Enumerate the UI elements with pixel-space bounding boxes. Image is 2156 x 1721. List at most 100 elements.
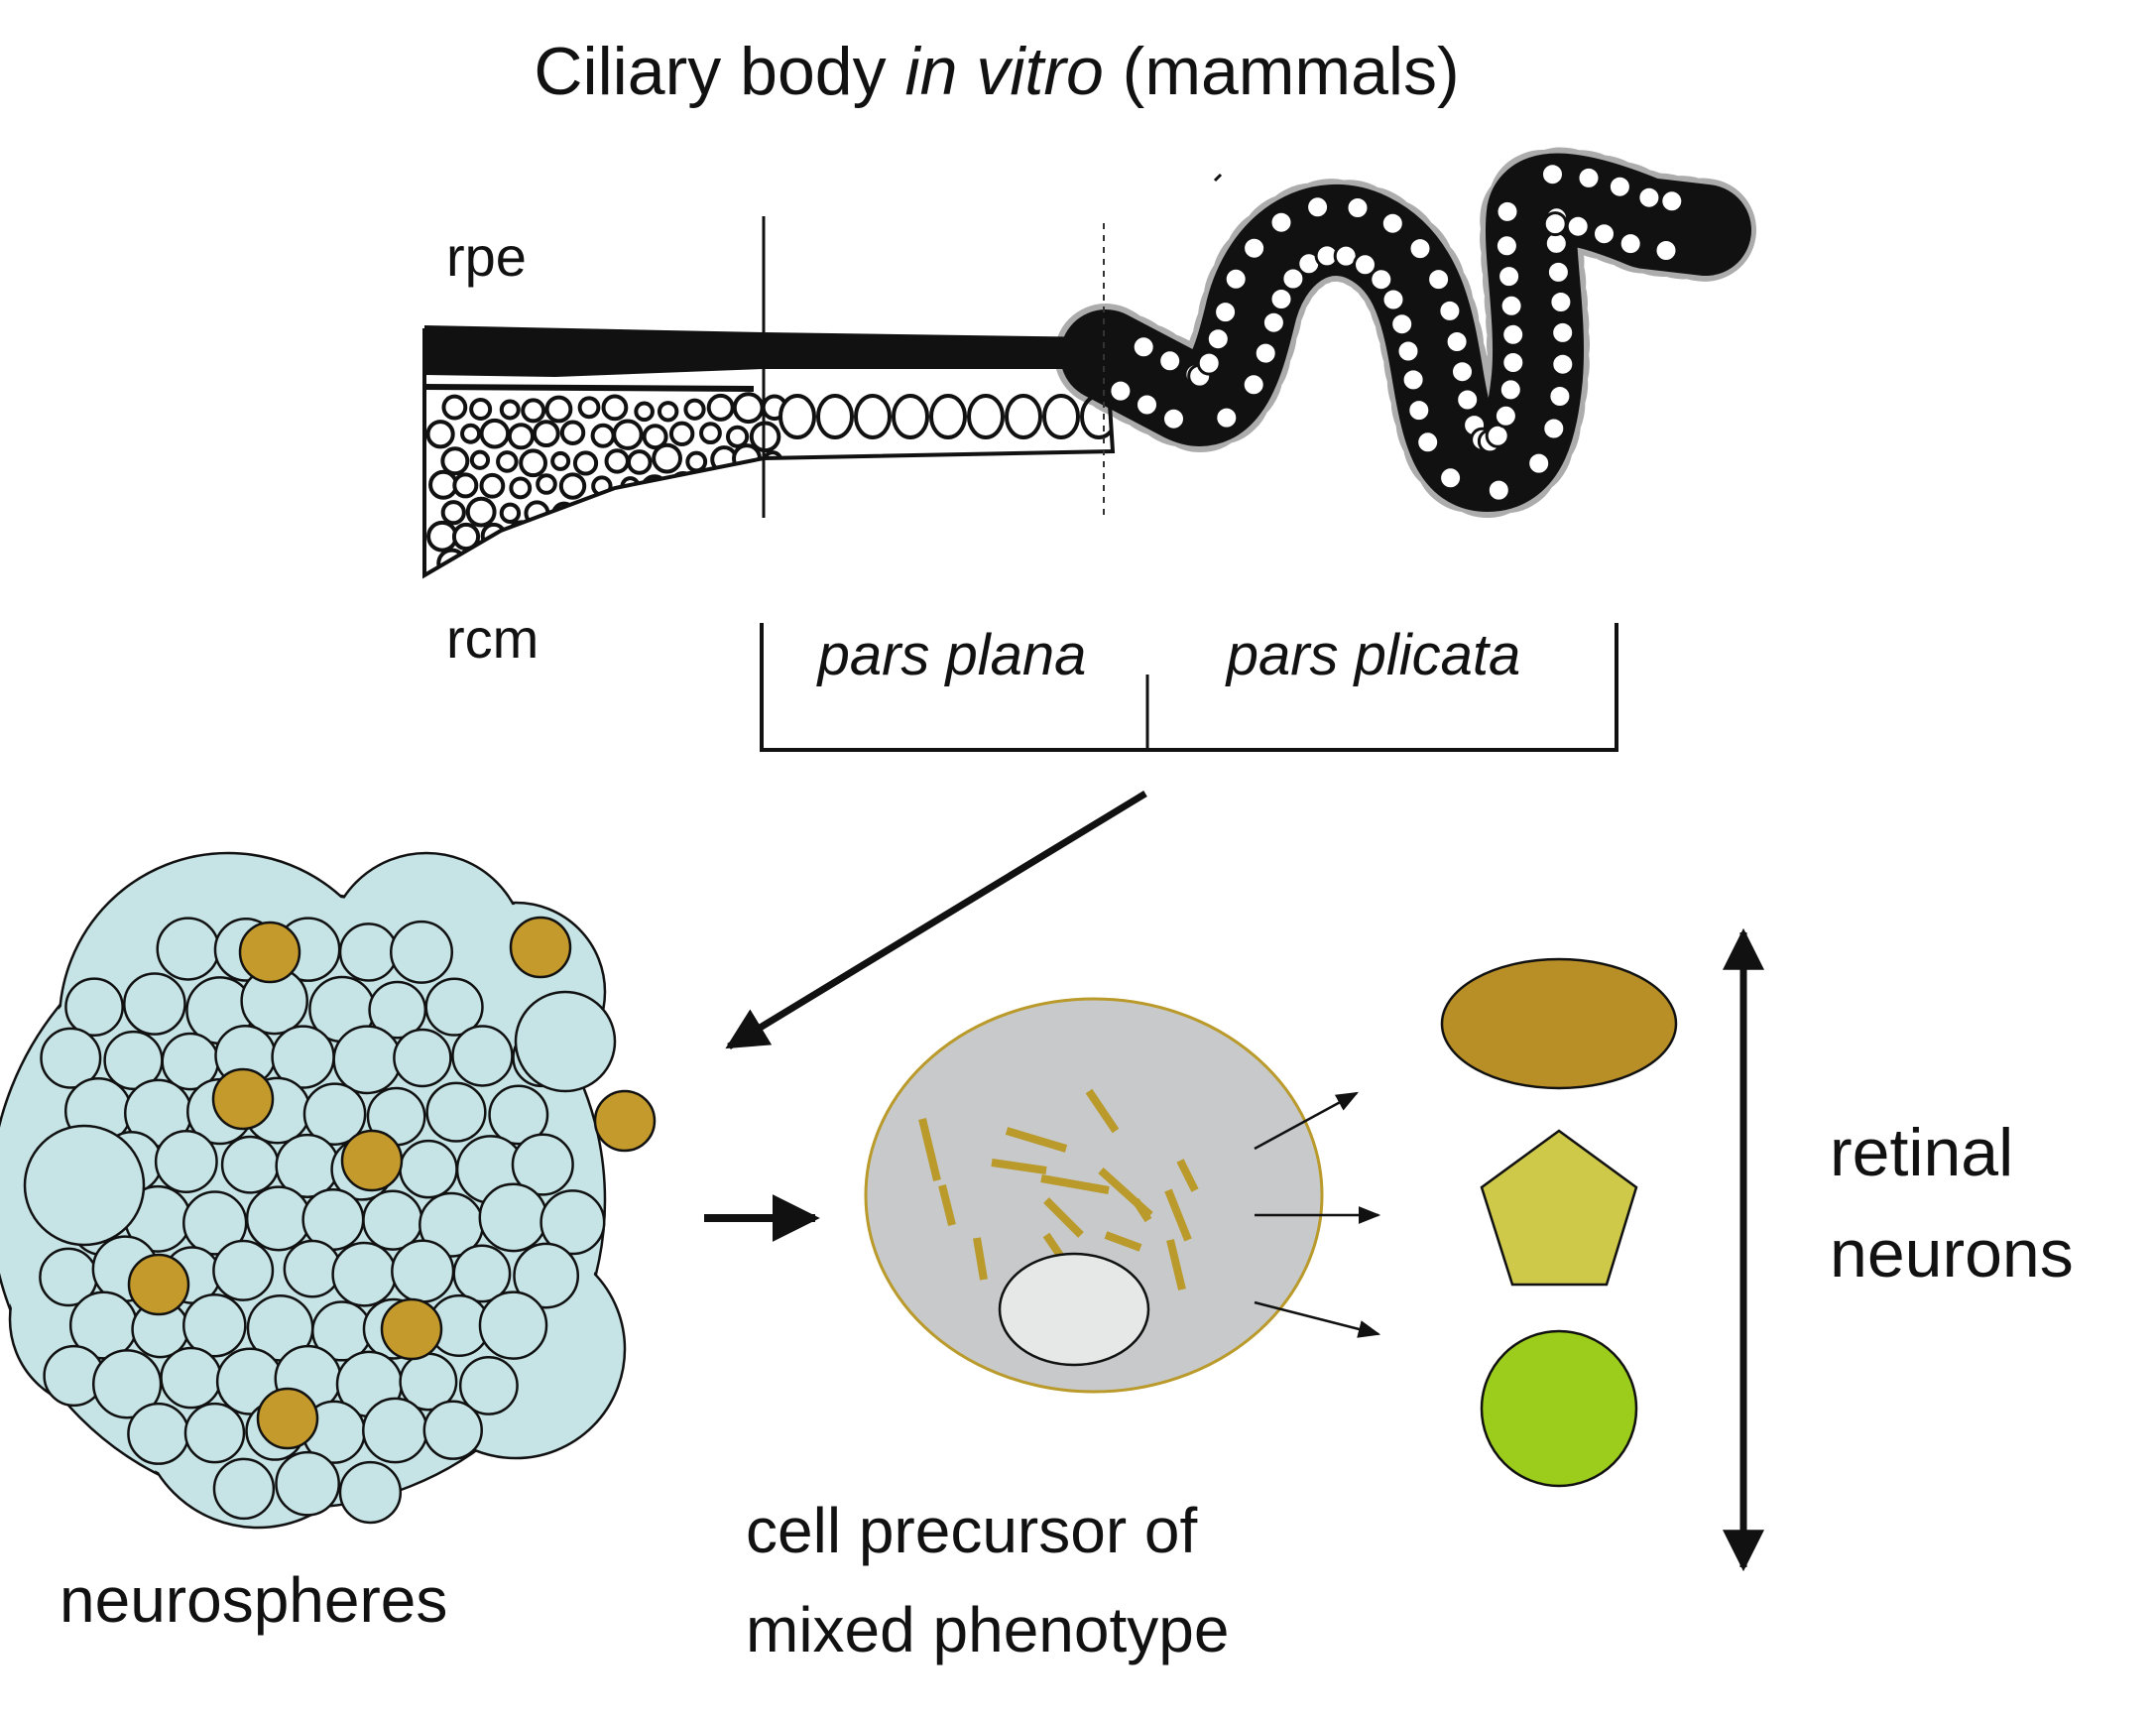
tissue-cell bbox=[1260, 309, 1286, 335]
tissue-cell bbox=[479, 472, 506, 499]
tissue-cell bbox=[1455, 387, 1481, 413]
tissue-cell bbox=[441, 394, 468, 421]
tissue-cell bbox=[1565, 213, 1591, 239]
tissue-cell bbox=[1498, 293, 1524, 318]
tissue-cell bbox=[699, 422, 722, 445]
tissue-cell bbox=[1400, 367, 1426, 393]
pars-plicata-fold bbox=[1060, 153, 1751, 512]
tissue-cell bbox=[498, 554, 521, 575]
diagram-title: Ciliary body in vitro (mammals) bbox=[534, 34, 1459, 109]
precursor-rod bbox=[1085, 1088, 1120, 1134]
tissue-cell bbox=[565, 526, 588, 549]
title-italic: in vitro bbox=[905, 34, 1104, 109]
rpe-label: rpe bbox=[446, 225, 527, 288]
tissue-cell bbox=[634, 401, 655, 423]
tissue-cell bbox=[573, 552, 600, 575]
tissue-cell bbox=[1444, 329, 1470, 354]
tissue-cell bbox=[513, 582, 530, 599]
tissue-cell bbox=[1242, 235, 1267, 261]
tissue-cell bbox=[1353, 252, 1377, 278]
tissue-cell bbox=[732, 392, 765, 425]
tissue-cell bbox=[617, 574, 647, 575]
tissue-cell bbox=[1214, 405, 1240, 430]
tissue-cell bbox=[892, 394, 929, 439]
precursor-rod bbox=[1104, 1231, 1142, 1252]
tissue-cell bbox=[697, 579, 716, 598]
tissue-cell bbox=[1157, 348, 1183, 374]
tissue-cell bbox=[427, 579, 450, 602]
neurosphere-cell bbox=[160, 1346, 222, 1410]
tissue-cell bbox=[725, 425, 750, 448]
neurosphere-cell bbox=[154, 1130, 218, 1193]
tissue-cell bbox=[740, 553, 763, 575]
tissue-cell bbox=[440, 446, 470, 476]
tissue-cell bbox=[1438, 465, 1464, 491]
tissue-cell bbox=[587, 522, 618, 553]
tissue-cell bbox=[764, 502, 785, 523]
precursor-rod bbox=[1132, 1197, 1152, 1223]
tissue-cell bbox=[628, 548, 659, 575]
tissue-cell bbox=[469, 550, 492, 573]
tissue-cell bbox=[496, 450, 519, 473]
tissue-cell bbox=[749, 421, 781, 453]
neuron-ellipse-shape bbox=[1440, 957, 1678, 1090]
pars-plicata-label: pars plicata bbox=[1225, 623, 1521, 687]
neurosphere-marked-cell bbox=[127, 1253, 190, 1316]
tissue-cell bbox=[452, 572, 485, 575]
tissue-cell bbox=[1005, 394, 1042, 439]
tissue-cell bbox=[748, 524, 778, 553]
neurosphere-cell bbox=[338, 1460, 403, 1525]
precursor-cell-body bbox=[864, 997, 1324, 1394]
tissue-cell bbox=[665, 572, 697, 575]
neurosphere-cell bbox=[425, 1081, 487, 1143]
neurosphere-cell bbox=[539, 1189, 606, 1256]
tissue-cell bbox=[499, 502, 522, 525]
neurosphere-cell bbox=[362, 1189, 423, 1251]
neurosphere-cell bbox=[302, 1082, 367, 1146]
retinal-label-line1: retinal bbox=[1830, 1115, 2013, 1190]
tissue-cell bbox=[460, 423, 482, 444]
tissue-cell bbox=[452, 472, 479, 499]
tissue-cell bbox=[509, 476, 533, 500]
neurosphere-cell bbox=[23, 1124, 146, 1247]
neurosphere-marked-cell bbox=[340, 1129, 404, 1192]
tissue-cell bbox=[1407, 236, 1433, 262]
neurosphere-cell bbox=[478, 1182, 548, 1253]
tissue-cell bbox=[729, 581, 749, 601]
neurosphere-cell bbox=[511, 1133, 574, 1196]
ciliary-bracket bbox=[760, 623, 1618, 752]
tissue-cell bbox=[1241, 372, 1266, 398]
tissue-cell bbox=[640, 572, 670, 575]
tissue-cell bbox=[738, 500, 764, 527]
tissue-cell bbox=[544, 395, 573, 424]
tissue-cell bbox=[762, 450, 783, 472]
precursor-label-line1: cell precursor of bbox=[746, 1495, 1198, 1566]
tissue-cell bbox=[1526, 450, 1552, 476]
neurosphere-cell bbox=[183, 1402, 246, 1464]
neurosphere-cell bbox=[362, 1397, 428, 1464]
tissue-cell bbox=[1542, 211, 1568, 237]
tissue-cell bbox=[519, 448, 548, 478]
tissue-cell bbox=[534, 526, 559, 552]
neuron-pentagon-shape bbox=[1480, 1129, 1638, 1287]
precursor-rod bbox=[1043, 1197, 1084, 1238]
precursor-rod bbox=[1040, 1174, 1110, 1194]
neurosphere-cell bbox=[478, 1291, 548, 1360]
tissue-cell bbox=[592, 583, 610, 601]
tissue-cell bbox=[709, 498, 739, 528]
tissue-cell bbox=[1406, 398, 1432, 424]
neurospheres-label: neurospheres bbox=[60, 1564, 447, 1636]
neurosphere-cell bbox=[283, 1239, 342, 1298]
tissue-cell bbox=[1653, 238, 1679, 263]
tissue-cell bbox=[451, 522, 481, 552]
tissue-cell bbox=[1497, 377, 1523, 403]
tissue-cell bbox=[550, 450, 571, 471]
tissue-cell bbox=[762, 548, 791, 575]
neurosphere-cell bbox=[390, 920, 454, 984]
neurosphere-cell bbox=[451, 1025, 514, 1087]
tissue-cell bbox=[1380, 287, 1406, 312]
tissue-cell bbox=[440, 500, 466, 526]
neurosphere-cell bbox=[424, 977, 484, 1037]
neurosphere-cell bbox=[399, 1139, 458, 1199]
